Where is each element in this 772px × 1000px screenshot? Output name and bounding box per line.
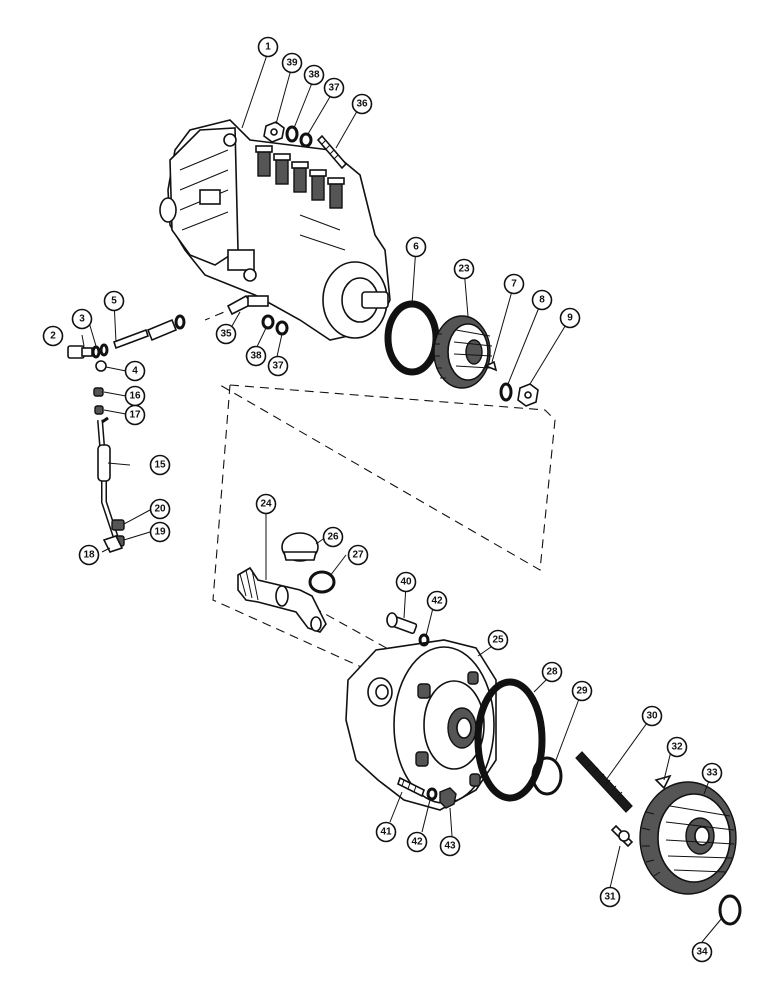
drive-gear-upper	[433, 315, 493, 389]
callout-label: 37	[328, 83, 340, 94]
fuel-pipe	[97, 416, 125, 553]
callout-label: 33	[706, 768, 718, 779]
callout-label: 35	[220, 329, 232, 340]
callout-label: 16	[129, 391, 141, 402]
callout-3: 3	[71, 308, 93, 330]
delivery-valve-holders	[255, 145, 345, 209]
callout-label: 28	[546, 667, 558, 678]
callout-label: 9	[567, 313, 573, 324]
callout-16: 16	[124, 385, 146, 407]
callout-34: 34	[691, 941, 713, 963]
callout-38: 38	[303, 64, 325, 86]
callout-43: 43	[439, 835, 461, 857]
callout-label: 7	[511, 279, 517, 290]
callout-41: 41	[375, 821, 397, 843]
callout-bubbles: 1 2 3 4 5 6 7 8 9 15 16 17 18 19 20 23 2…	[42, 36, 723, 963]
lower-ring-spring-parts	[474, 678, 634, 848]
callout-label: 20	[154, 504, 166, 515]
callout-17: 17	[124, 404, 146, 426]
drive-shaft-parts	[237, 532, 336, 633]
callout-label: 1	[265, 42, 271, 53]
callout-6: 6	[405, 236, 427, 258]
callout-26: 26	[322, 526, 344, 548]
callout-28: 28	[541, 661, 563, 683]
callout-label: 37	[272, 361, 284, 372]
callout-label: 17	[129, 410, 141, 421]
callout-30: 30	[641, 705, 663, 727]
callout-label: 8	[539, 295, 545, 306]
adapter-housing	[345, 639, 497, 811]
callout-label: 30	[646, 711, 658, 722]
callout-label: 6	[413, 242, 419, 253]
callout-label: 40	[400, 577, 412, 588]
callout-35: 35	[215, 323, 237, 345]
callout-label: 41	[380, 827, 392, 838]
callout-1: 1	[257, 36, 279, 58]
callout-2: 2	[42, 325, 64, 347]
callout-42: 42	[426, 590, 448, 612]
callout-33: 33	[701, 762, 723, 784]
adapter-fasteners	[386, 612, 457, 809]
callout-label: 2	[50, 331, 56, 342]
callout-label: 5	[111, 296, 117, 307]
callout-38-lower: 38	[245, 345, 267, 367]
callout-label: 4	[132, 366, 138, 377]
upper-gear-parts	[384, 300, 539, 407]
injection-pump-body	[159, 119, 391, 341]
callout-label: 42	[431, 596, 443, 607]
callout-18: 18	[78, 544, 100, 566]
callout-label: 31	[604, 892, 616, 903]
callout-label: 32	[671, 742, 683, 753]
callout-label: 27	[352, 550, 364, 561]
callout-label: 3	[79, 314, 85, 325]
callout-4: 4	[124, 360, 146, 382]
drive-gear-lower	[639, 774, 742, 926]
callout-36: 36	[351, 93, 373, 115]
callout-40: 40	[395, 571, 417, 593]
callout-label: 19	[154, 527, 166, 538]
callout-label: 34	[696, 947, 708, 958]
callout-label: 24	[260, 499, 272, 510]
callout-23: 23	[453, 258, 475, 280]
callout-15: 15	[149, 454, 171, 476]
callout-label: 15	[154, 460, 166, 471]
upper-small-parts	[263, 121, 348, 170]
banjo-fitting-parts	[67, 294, 289, 415]
callout-31: 31	[599, 886, 621, 908]
callout-label: 23	[458, 264, 470, 275]
callout-25: 25	[487, 629, 509, 651]
callout-label: 36	[356, 99, 368, 110]
callout-label: 38	[250, 351, 262, 362]
callout-39: 39	[281, 52, 303, 74]
callout-label: 26	[327, 532, 339, 543]
callout-label: 42	[411, 837, 423, 848]
callout-label: 18	[83, 550, 95, 561]
callout-32: 32	[666, 736, 688, 758]
callout-label: 43	[444, 841, 456, 852]
callout-9: 9	[559, 307, 581, 329]
callout-8: 8	[531, 289, 553, 311]
callout-label: 38	[308, 70, 320, 81]
callout-27: 27	[347, 544, 369, 566]
callout-5: 5	[103, 290, 125, 312]
callout-label: 39	[286, 58, 298, 69]
callout-19: 19	[149, 521, 171, 543]
callout-37-lower: 37	[267, 355, 289, 377]
callout-label: 25	[492, 635, 504, 646]
callout-29: 29	[571, 680, 593, 702]
callout-label: 29	[576, 686, 588, 697]
callout-20: 20	[149, 498, 171, 520]
callout-24: 24	[255, 493, 277, 515]
callout-37: 37	[323, 77, 345, 99]
callout-42-lower: 42	[406, 831, 428, 853]
callout-7: 7	[503, 273, 525, 295]
